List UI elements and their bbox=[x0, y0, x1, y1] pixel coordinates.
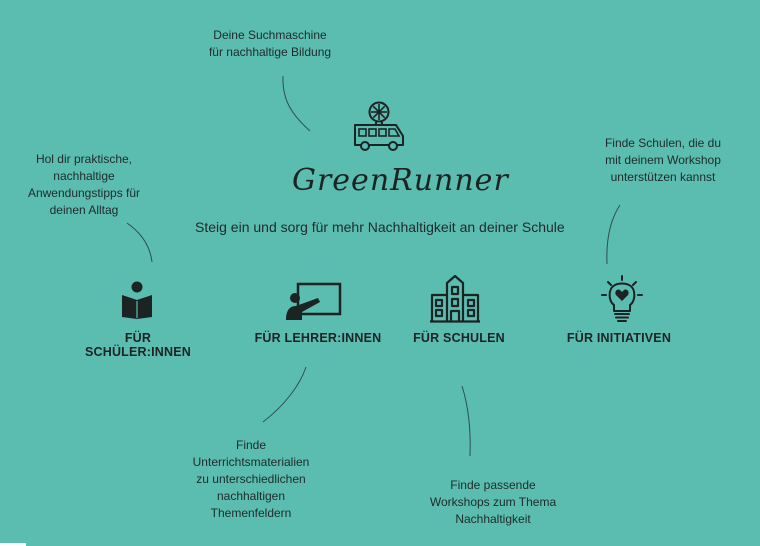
school-building-icon bbox=[430, 274, 480, 328]
connector-students bbox=[126, 222, 153, 263]
teacher-board-icon bbox=[284, 282, 344, 327]
audience-schools[interactable]: FÜR SCHULEN bbox=[413, 331, 505, 345]
tagline: Steig ein und sorg für mehr Nachhaltigke… bbox=[195, 219, 565, 235]
connector-teachers bbox=[262, 366, 307, 423]
lightbulb-heart-icon bbox=[601, 275, 643, 328]
note-search: Deine Suchmaschine für nachhaltige Bildu… bbox=[208, 28, 332, 59]
connector-schools bbox=[461, 385, 471, 457]
book-reader-icon bbox=[120, 281, 154, 324]
corner-mark bbox=[0, 543, 26, 546]
audience-initiatives[interactable]: FÜR INITIATIVEN bbox=[566, 331, 672, 345]
audience-students[interactable]: FÜR SCHÜLER:INNEN bbox=[84, 331, 192, 359]
note-initiatives: Finde Schulen, die du mit deinem Worksho… bbox=[604, 136, 722, 184]
bus-logo-icon bbox=[352, 101, 406, 158]
note-schools: Finde passende Workshops zum Thema Nachh… bbox=[429, 478, 557, 526]
audience-teachers[interactable]: FÜR LEHRER:INNEN bbox=[254, 331, 382, 345]
connector-initiatives bbox=[606, 204, 621, 265]
note-teachers: Finde Unterrichtsmaterialien zu untersch… bbox=[192, 438, 310, 520]
brand-name: GreenRunner bbox=[292, 163, 509, 198]
note-students: Hol dir praktische, nachhaltige Anwendun… bbox=[27, 152, 141, 217]
connector-search bbox=[282, 75, 311, 132]
